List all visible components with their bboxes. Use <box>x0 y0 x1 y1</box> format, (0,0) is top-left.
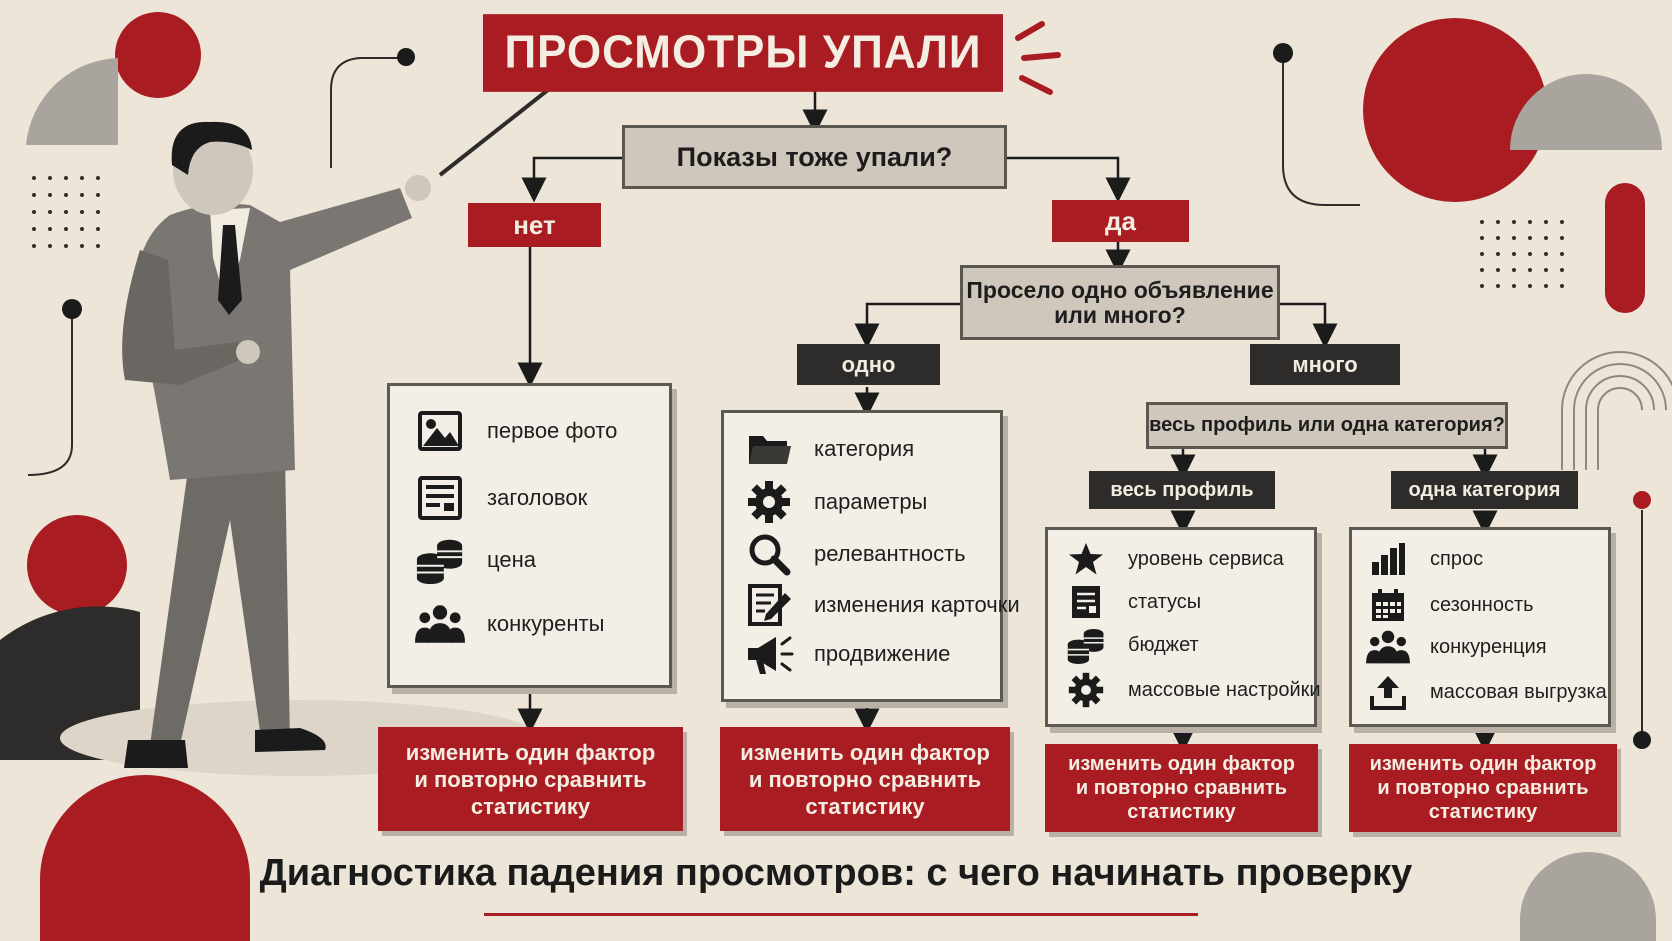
decor-red-circle <box>115 12 201 98</box>
image-icon <box>415 408 465 454</box>
list-item: параметры <box>744 479 927 525</box>
upload-icon <box>1366 673 1410 711</box>
answer-one-category: одна категория <box>1391 471 1578 509</box>
megaphone-icon <box>744 631 794 677</box>
list-item: первое фото <box>415 408 617 454</box>
list-item: заголовок <box>415 475 587 521</box>
answer-whole-profile: весь профиль <box>1089 471 1275 509</box>
list-item: цена <box>415 537 536 585</box>
folder-icon <box>744 426 794 472</box>
decor-grey-dome <box>1510 74 1662 150</box>
list-item: изменения карточки <box>744 582 1020 628</box>
result-box-one-category: изменить один фактор и повторно сравнить… <box>1349 744 1617 832</box>
list-item-label: массовая выгрузка <box>1430 680 1607 703</box>
list-item-label: конкуренты <box>487 611 605 636</box>
answer-yes: да <box>1052 200 1189 242</box>
presenter-illustration <box>122 80 560 768</box>
list-item-label: категория <box>814 436 915 461</box>
decor-red-semicircle <box>40 775 250 941</box>
list-item: бюджет <box>1064 626 1199 664</box>
answer-one: одно <box>797 344 940 385</box>
card-checklist-one-ad: категория параметры релевантность измене… <box>721 410 1020 702</box>
decor-grey-semicircle-br <box>1520 852 1656 941</box>
decor-line-left <box>27 313 73 476</box>
decor-dots-right <box>1480 220 1564 288</box>
list-item: статусы <box>1064 583 1201 621</box>
people-icon <box>415 601 465 647</box>
footer-caption: Диагностика падения просмотров: с чего н… <box>259 852 1413 894</box>
list-item: релевантность <box>744 531 966 577</box>
list-item-label: параметры <box>814 489 928 514</box>
bar-chart-icon <box>1366 540 1410 578</box>
list-item: сезонность <box>1366 586 1534 624</box>
list-item-label: уровень сервиса <box>1128 547 1284 570</box>
result-box-one-ad: изменить один фактор и повторно сравнить… <box>720 727 1010 831</box>
decor-red-circle-2 <box>27 515 127 615</box>
question-impressions-fell: Показы тоже упали? <box>622 125 1007 189</box>
list-item-label: бюджет <box>1128 633 1199 656</box>
card-checklist-no: первое фото заголовок цена конкуренты <box>387 383 672 688</box>
list-item-label: заголовок <box>487 485 588 510</box>
list-item: продвижение <box>744 631 950 677</box>
decor-line-top <box>330 57 405 168</box>
star-icon <box>1064 540 1108 578</box>
headline-icon <box>415 475 465 521</box>
list-item-label: продвижение <box>814 641 951 666</box>
decor-grey-half <box>26 58 118 145</box>
answer-many: много <box>1250 344 1400 385</box>
result-box-whole-profile: изменить один фактор и повторно сравнить… <box>1045 744 1318 832</box>
question-profile-or-category: весь профиль или одна категория? <box>1146 402 1508 449</box>
list-item-label: конкуренция <box>1430 635 1547 658</box>
coins-icon <box>1064 626 1108 664</box>
list-item-label: релевантность <box>814 541 966 566</box>
answer-no: нет <box>468 203 601 247</box>
list-item: категория <box>744 426 914 472</box>
search-icon <box>744 531 794 577</box>
diagram-title: ПРОСМОТРЫ УПАЛИ <box>483 14 1003 92</box>
list-item-label: статусы <box>1128 590 1202 613</box>
edit-icon <box>744 582 794 628</box>
card-checklist-whole-profile: уровень сервиса статусы бюджет массовые … <box>1045 527 1321 727</box>
list-item: конкуренция <box>1366 628 1547 666</box>
people-icon <box>1366 628 1410 666</box>
gear-icon <box>1064 671 1108 709</box>
coins-icon <box>415 537 465 585</box>
calendar-icon <box>1366 586 1410 624</box>
decor-arches <box>1561 351 1672 470</box>
list-item-label: первое фото <box>487 418 618 443</box>
card-checklist-one-category: спрос сезонность конкуренция массовая вы… <box>1349 527 1611 727</box>
result-box-no: изменить один фактор и повторно сравнить… <box>378 727 683 831</box>
list-item-label: изменения карточки <box>814 592 1020 617</box>
decor-red-pill <box>1605 183 1645 313</box>
list-item-label: массовые настройки <box>1128 678 1321 701</box>
list-item-label: спрос <box>1430 547 1484 570</box>
list-item: массовые настройки <box>1064 671 1321 709</box>
footer-underline <box>484 913 1198 916</box>
question-one-or-many-ads: Просело одно объявление или много? <box>960 265 1280 340</box>
decor-big-red-circle <box>1363 18 1547 202</box>
document-icon <box>1064 583 1108 621</box>
list-item-label: цена <box>487 547 536 572</box>
list-item: конкуренты <box>415 601 604 647</box>
gear-icon <box>744 479 794 525</box>
list-item: массовая выгрузка <box>1366 673 1607 711</box>
list-item: спрос <box>1366 540 1483 578</box>
decor-dots-left <box>32 176 100 248</box>
list-item-label: сезонность <box>1430 593 1534 616</box>
list-item: уровень сервиса <box>1064 540 1284 578</box>
